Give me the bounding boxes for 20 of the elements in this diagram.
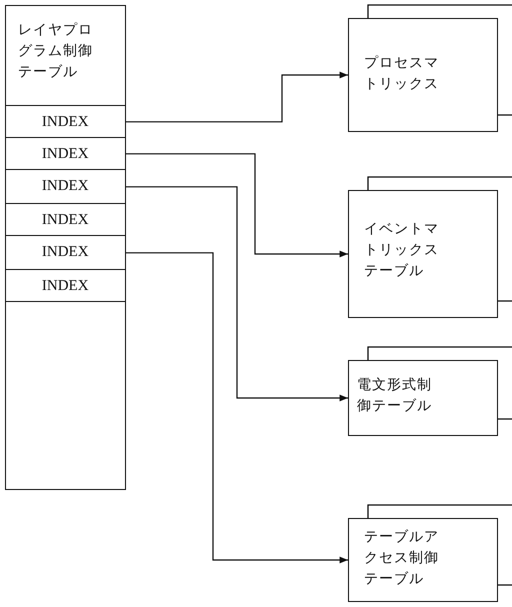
connector-arrow [126, 252, 348, 564]
table-box [348, 360, 498, 436]
table-name: イベントマトリックステーブル [364, 220, 440, 281]
table-name: 電文形式制御テーブル [357, 376, 433, 416]
table-box [5, 5, 126, 490]
index-label: INDEX [40, 177, 90, 196]
index-label: INDEX [40, 277, 90, 296]
connector-arrow [126, 72, 348, 122]
table-box [348, 18, 498, 132]
table-name: プロセスマトリックス [364, 54, 440, 94]
connector-arrow [126, 153, 348, 258]
index-label: INDEX [40, 211, 90, 230]
table-name: レイヤプログラム制御テーブル [18, 21, 94, 82]
table-box [348, 518, 498, 602]
index-label: INDEX [40, 243, 90, 262]
index-label: INDEX [40, 113, 90, 132]
table-box [348, 190, 498, 318]
table-name: テーブルアクセス制御テーブル [364, 528, 440, 589]
index-label: INDEX [40, 145, 90, 164]
connector-arrow [126, 186, 348, 402]
